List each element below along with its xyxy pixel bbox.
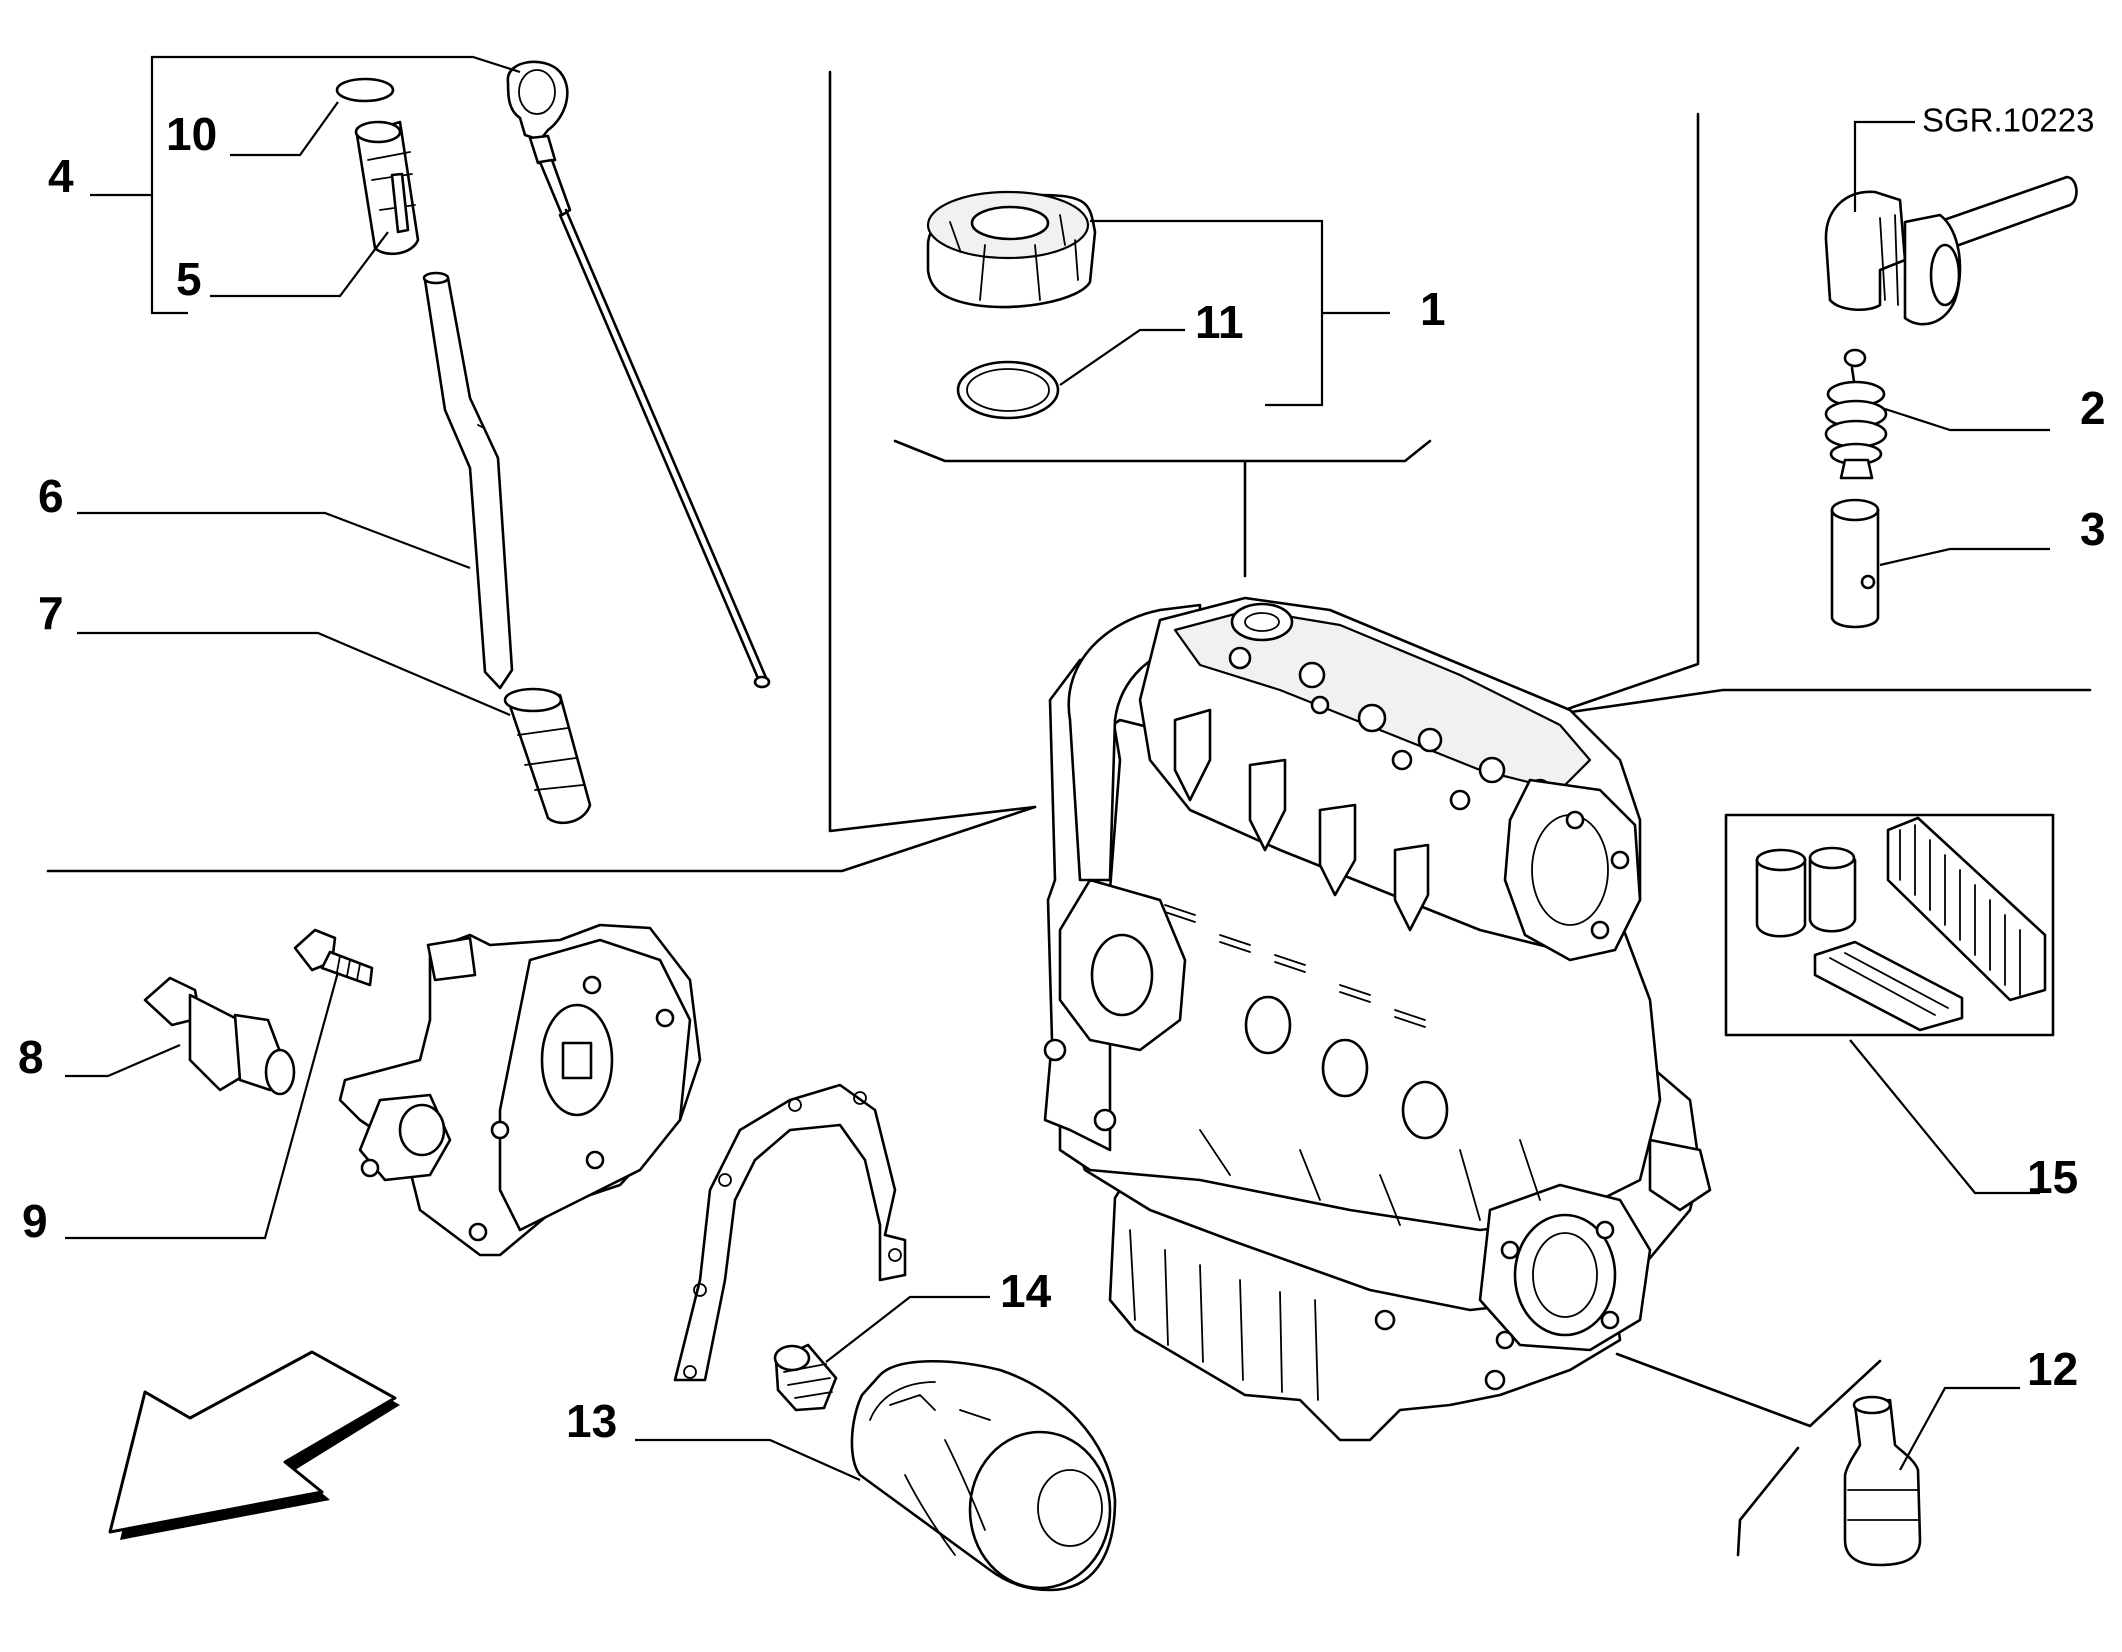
reference-code: SGR.10223 (1922, 102, 2094, 139)
orientation-arrow-icon (108, 1350, 400, 1540)
oil-pump-housing (338, 923, 702, 1257)
callout-2: 2 (2080, 382, 2106, 434)
callout-6: 6 (38, 470, 64, 522)
callout-9: 9 (22, 1195, 48, 1247)
section-divider-lines (46, 70, 2092, 1557)
dipstick-tube (422, 271, 514, 690)
callout-7: 7 (38, 587, 64, 639)
timing-cover-gasket (673, 1083, 907, 1382)
seal-ring (956, 360, 1060, 420)
oil-filter (850, 1359, 1117, 1592)
oil-filler-cap (926, 190, 1097, 309)
callout-1: 1 (1420, 283, 1446, 335)
tube-bushing (503, 687, 592, 825)
callout-10: 10 (166, 108, 217, 160)
oil-pressure-switch (143, 976, 296, 1096)
temperature-sender (1843, 1395, 1922, 1567)
callout-14: 14 (1000, 1265, 1052, 1317)
dipstick (506, 60, 771, 689)
callout-13: 13 (566, 1395, 617, 1447)
callout-11: 11 (1195, 296, 1244, 348)
filter-nipple (773, 1343, 838, 1412)
callout-12: 12 (2027, 1343, 2078, 1395)
breather-sleeve (1830, 498, 1880, 629)
leader-lines (65, 55, 2050, 1482)
breather-elbow (1824, 175, 2078, 326)
bolt (293, 928, 374, 987)
dipstick-guide-top (335, 77, 420, 256)
filter-kit-box (1724, 813, 2055, 1037)
engine-studs (1164, 904, 1426, 1028)
engine-block (1043, 596, 1712, 1442)
callout-15: 15 (2027, 1151, 2078, 1203)
callout-8: 8 (18, 1031, 44, 1083)
oil-separator (1824, 348, 1888, 480)
callout-5: 5 (176, 253, 202, 305)
callout-3: 3 (2080, 503, 2106, 555)
callout-labels: 1 2 3 4 5 6 7 8 9 10 11 12 13 14 15 SGR.… (18, 102, 2106, 1447)
callout-4: 4 (48, 150, 74, 202)
